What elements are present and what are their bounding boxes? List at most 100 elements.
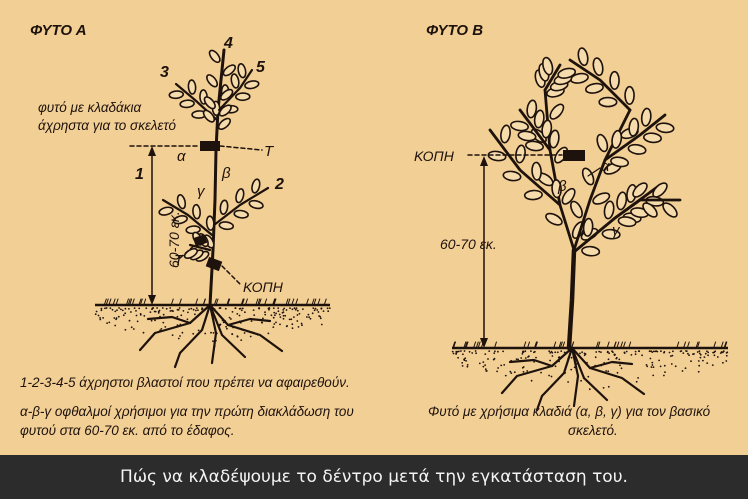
- ground-a-speckle: [320, 317, 322, 319]
- ground-b-speckle: [457, 351, 459, 353]
- ground-a-speckle: [159, 310, 161, 312]
- useless-twigs-label-line2: άχρηστα για το σκελετό: [38, 118, 176, 134]
- ground-a-speckle: [310, 318, 312, 320]
- plant-b-trunk: [569, 250, 574, 348]
- plant-b-leaf: [532, 162, 542, 180]
- ground-b-speckle: [505, 375, 507, 377]
- ground-a-speckle: [242, 308, 244, 310]
- plant-b-leaf: [548, 102, 566, 121]
- ground-b-speckle: [612, 351, 614, 353]
- buds-note-line1: α-β-γ οφθαλμοί χρήσιμοι για την πρώτη δι…: [20, 404, 354, 420]
- ground-b-speckle: [496, 371, 498, 373]
- ground-b-speckle: [503, 364, 505, 366]
- ground-b-speckle: [595, 351, 597, 353]
- ground-a-speckle: [225, 308, 227, 310]
- bud-label-a: α: [177, 148, 186, 166]
- ground-b-speckle: [652, 375, 654, 377]
- ground-a-speckle: [318, 311, 320, 313]
- ground-b-speckle: [509, 371, 511, 373]
- buds-note-line2: φυτού στα 60-70 εκ. από το έδαφος.: [20, 423, 235, 439]
- ground-a-speckle: [219, 307, 221, 309]
- ground-a-speckle: [253, 309, 255, 311]
- ground-b-speckle: [467, 366, 469, 368]
- ground-b-speckle: [723, 350, 725, 352]
- ground-b-speckle: [631, 354, 633, 356]
- ground-a-speckle: [134, 307, 136, 309]
- plant-b-leaf: [611, 130, 623, 149]
- ground-b-speckle: [535, 357, 537, 359]
- ground-a-speckle: [226, 328, 228, 330]
- ground-b-speckle: [672, 350, 674, 352]
- ground-b-speckle: [664, 351, 666, 353]
- caption-bar: Πώς να κλαδέψουμε το δέντρο μετά την εγκ…: [0, 455, 748, 499]
- ground-a-speckle: [131, 326, 133, 328]
- ground-b-speckle: [510, 372, 512, 374]
- ground-b-speckle: [523, 366, 525, 368]
- ground-b-speckle: [605, 370, 607, 372]
- ground-b-speckle: [656, 351, 658, 353]
- ground-b-speckle: [650, 350, 652, 352]
- ground-a-speckle: [301, 323, 303, 325]
- ground-b-speckle: [705, 353, 707, 355]
- ground-a-speckle: [271, 314, 273, 316]
- ground-b-speckle: [700, 357, 702, 359]
- ground-a-speckle: [232, 311, 234, 313]
- ground-a-speckle: [278, 310, 280, 312]
- ground-a-speckle: [244, 332, 246, 334]
- ground-b-speckle: [571, 357, 573, 359]
- ground-b-speckle: [462, 365, 464, 367]
- ground-a-speckle: [308, 314, 310, 316]
- ground-a-speckle: [273, 323, 275, 325]
- plant-b-leaf: [592, 57, 604, 76]
- ground-a-speckle: [240, 308, 242, 310]
- ground-a-speckle: [236, 313, 238, 315]
- ground-b-speckle: [722, 362, 724, 364]
- ground-b-speckle: [618, 359, 620, 361]
- ground-b-speckle: [587, 376, 589, 378]
- ground-b-speckle: [579, 353, 581, 355]
- ground-a-speckle: [312, 307, 314, 309]
- ground-a-speckle: [279, 324, 281, 326]
- ground-b-speckle: [530, 350, 532, 352]
- plant-b-cut-mark: [563, 150, 585, 161]
- ground-a-speckle: [282, 312, 284, 314]
- ground-a-speckle: [172, 334, 174, 336]
- ground-a-speckle: [129, 320, 131, 322]
- ground-b-speckle: [626, 351, 628, 353]
- ground-a-speckle: [135, 310, 137, 312]
- ground-b-speckle: [699, 350, 701, 352]
- ground-a-speckle: [327, 307, 329, 309]
- ground-a-speckle: [274, 314, 276, 316]
- plant-b-root: [510, 360, 552, 366]
- ground-b-speckle: [603, 387, 605, 389]
- ground-b-speckle: [475, 350, 477, 352]
- ground-b-speckle: [484, 353, 486, 355]
- ground-a-speckle: [114, 325, 116, 327]
- ground-b-speckle: [516, 358, 518, 360]
- plant-b-caption-line2: σκελετό.: [568, 423, 618, 439]
- ground-a-speckle: [108, 322, 110, 324]
- plant-b-drawing: [488, 47, 680, 410]
- ground-a-speckle: [101, 309, 103, 311]
- ground-a-speckle: [101, 308, 103, 310]
- plant-a-leaf: [220, 200, 229, 215]
- plant-b-root: [590, 362, 632, 368]
- plant-a-leaf: [230, 73, 240, 88]
- ground-a-speckle: [201, 309, 203, 311]
- plant-a-leaf: [236, 93, 250, 101]
- ground-a-speckle: [283, 315, 285, 317]
- branch-label-b: β: [558, 178, 567, 196]
- ground-b-speckle: [725, 360, 727, 362]
- ground-b-speckle: [551, 376, 553, 378]
- ground-b-speckle: [660, 350, 662, 352]
- plant-b-leaf: [524, 190, 542, 200]
- plant-b-leaf: [568, 200, 584, 220]
- ground-b-speckle: [464, 350, 466, 352]
- ground-b-speckle: [548, 350, 550, 352]
- plant-a-leaf: [234, 210, 249, 219]
- plant-a-leaf: [176, 194, 186, 209]
- ground-b-speckle: [700, 354, 702, 356]
- ground-b-speckle: [460, 350, 462, 352]
- ground-a-speckle: [284, 315, 286, 317]
- ground-b-speckle: [484, 364, 486, 366]
